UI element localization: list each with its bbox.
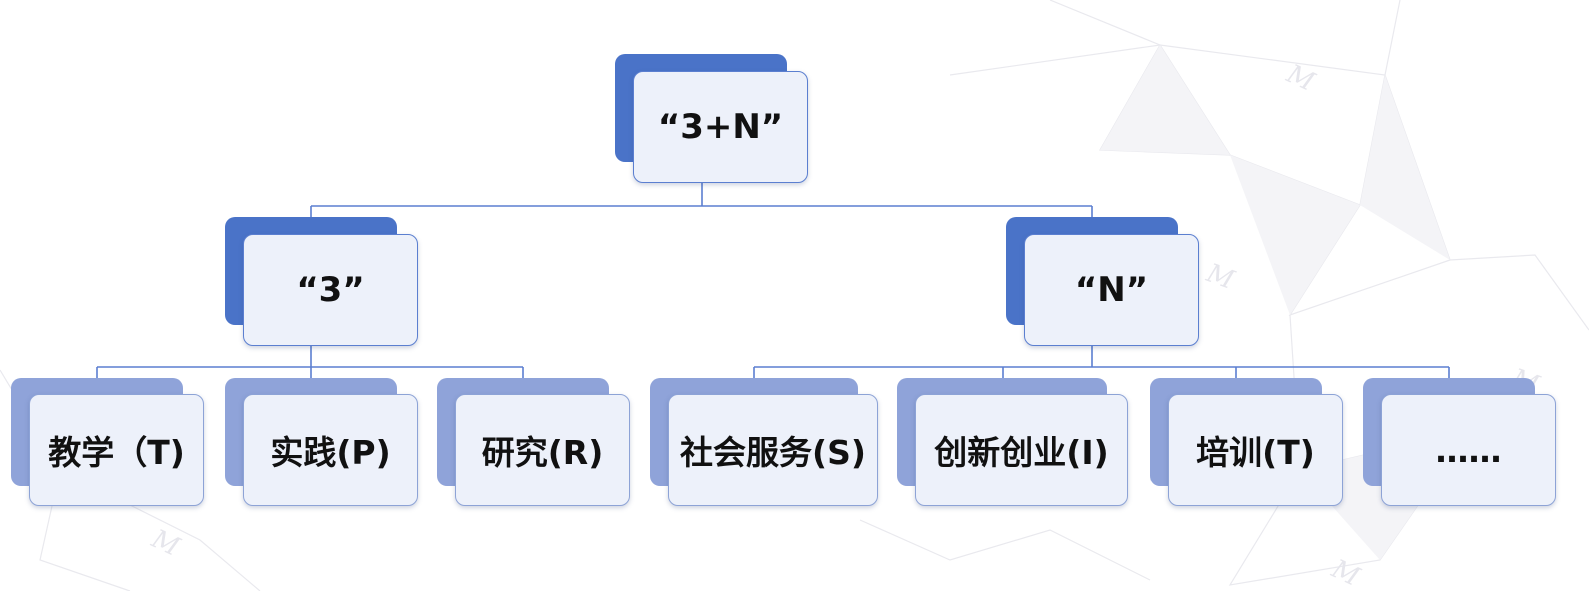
node-branch-n-label: “N” — [1074, 270, 1149, 310]
node-branch-3-box: “3” — [243, 234, 418, 346]
node-research-box: 研究(R) — [455, 394, 630, 506]
node-root-label: “3+N” — [657, 107, 784, 147]
node-practice-box: 实践(P) — [243, 394, 418, 506]
node-social-service-label: 社会服务(S) — [680, 433, 866, 472]
node-training-box: 培训(T) — [1168, 394, 1343, 506]
node-more-label: …… — [1435, 430, 1502, 470]
node-branch-3-label: “3” — [296, 270, 365, 310]
node-social-service-box: 社会服务(S) — [668, 394, 878, 506]
node-branch-n-box: “N” — [1024, 234, 1199, 346]
node-innovation-label: 创新创业(I) — [934, 433, 1109, 472]
node-practice-label: 实践(P) — [270, 433, 391, 472]
node-teaching-box: 教学（T) — [29, 394, 204, 506]
node-more-box: …… — [1381, 394, 1556, 506]
node-teaching-label: 教学（T) — [48, 433, 185, 472]
node-training-label: 培训(T) — [1196, 433, 1315, 472]
node-root-box: “3+N” — [633, 71, 808, 183]
node-innovation-box: 创新创业(I) — [915, 394, 1128, 506]
node-research-label: 研究(R) — [481, 433, 604, 472]
